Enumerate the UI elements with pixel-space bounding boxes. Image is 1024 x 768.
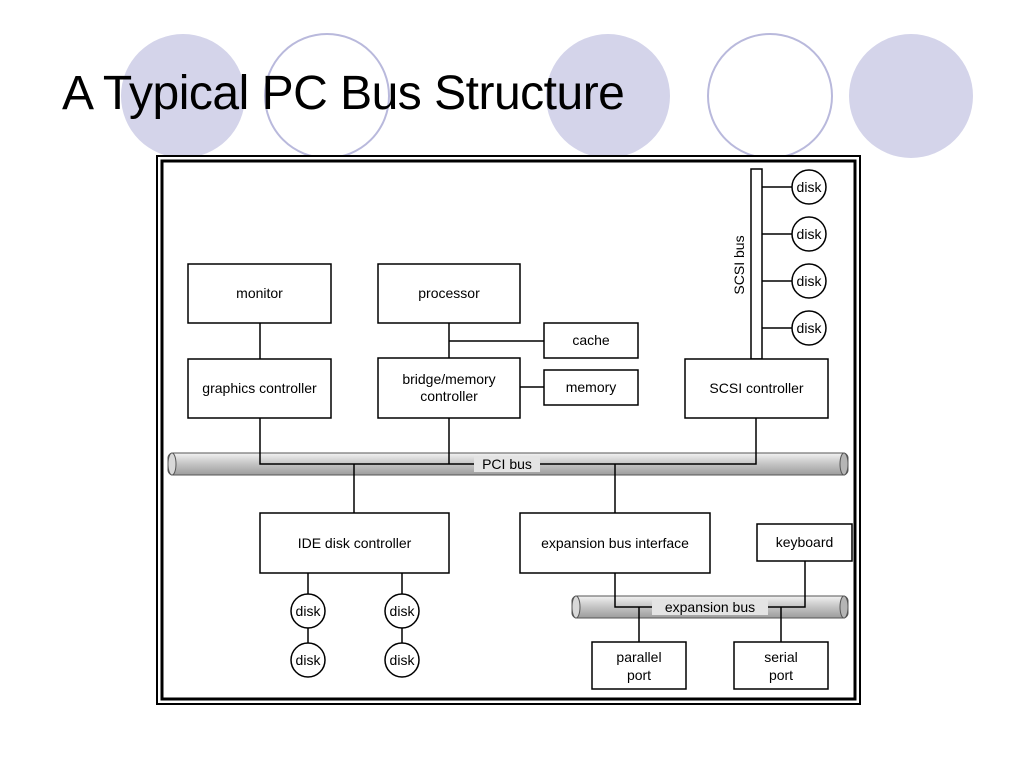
- scsi-bus-label: SCSI bus: [731, 235, 747, 294]
- scsi-bus: [750, 168, 763, 360]
- decor-circle-filled: [121, 34, 245, 158]
- box-cache-label: cache: [572, 332, 610, 348]
- box-serial-label-line2: port: [769, 667, 793, 683]
- ide-disk: disk: [290, 593, 326, 629]
- disk-label: disk: [797, 179, 823, 195]
- box-expansion-bus-interface: expansion bus interface: [519, 512, 711, 574]
- box-cache: cache: [543, 322, 639, 359]
- disk-label: disk: [797, 226, 823, 242]
- box-scsi-controller: SCSI controller: [684, 358, 829, 419]
- disk-label: disk: [797, 320, 823, 336]
- box-keyboard-label: keyboard: [776, 534, 834, 550]
- pci-bus-label-group: PCI bus: [474, 456, 540, 472]
- box-monitor: monitor: [187, 263, 332, 324]
- box-processor: processor: [377, 263, 521, 324]
- title-decoration: [121, 33, 973, 159]
- scsi-disk: disk: [791, 263, 827, 299]
- box-ide-disk-controller: IDE disk controller: [259, 512, 450, 574]
- line-scsi-pci: [540, 418, 757, 465]
- disk-label: disk: [390, 652, 416, 668]
- box-scsi-controller-label: SCSI controller: [709, 380, 803, 396]
- disk-label: disk: [390, 603, 416, 619]
- box-ide-controller-label: IDE disk controller: [298, 535, 412, 551]
- box-bridge-label-line1: bridge/memory: [402, 371, 495, 387]
- disk-label: disk: [797, 273, 823, 289]
- disk-label: disk: [296, 603, 322, 619]
- box-memory-label: memory: [566, 379, 617, 395]
- box-bridge-memory-controller: bridge/memory controller: [377, 357, 521, 419]
- box-monitor-label: monitor: [236, 285, 283, 301]
- box-bridge-label-line2: controller: [420, 388, 478, 404]
- box-serial-port: serial port: [733, 641, 829, 690]
- line-graphics-pci: [259, 418, 474, 465]
- decor-circle-filled: [546, 34, 670, 158]
- slide-title: A Typical PC Bus Structure: [62, 67, 625, 120]
- box-expansion-interface-label: expansion bus interface: [541, 535, 689, 551]
- ide-disk: disk: [384, 642, 420, 678]
- box-processor-label: processor: [418, 285, 480, 301]
- disk-label: disk: [296, 652, 322, 668]
- decor-circle-filled: [849, 34, 973, 158]
- ide-disk: disk: [290, 642, 326, 678]
- diagram-frame-inner: [160, 159, 857, 701]
- box-parallel-label-line2: port: [627, 667, 651, 683]
- scsi-disk: disk: [791, 169, 827, 205]
- box-memory: memory: [543, 369, 639, 406]
- connector-lines: [259, 186, 806, 643]
- box-keyboard: keyboard: [756, 523, 853, 562]
- box-parallel-label-line1: parallel: [616, 649, 661, 665]
- box-parallel-port: parallel port: [591, 641, 687, 690]
- box-graphics-controller: graphics controller: [187, 358, 332, 419]
- box-serial-label-line1: serial: [764, 649, 797, 665]
- expansion-bus-label: expansion bus: [665, 599, 755, 615]
- box-graphics-controller-label: graphics controller: [202, 380, 317, 396]
- scsi-disk: disk: [791, 310, 827, 346]
- scsi-disk: disk: [791, 216, 827, 252]
- expansion-bus-label-group: expansion bus: [652, 599, 768, 615]
- pci-bus-label: PCI bus: [482, 456, 532, 472]
- ide-disk: disk: [384, 593, 420, 629]
